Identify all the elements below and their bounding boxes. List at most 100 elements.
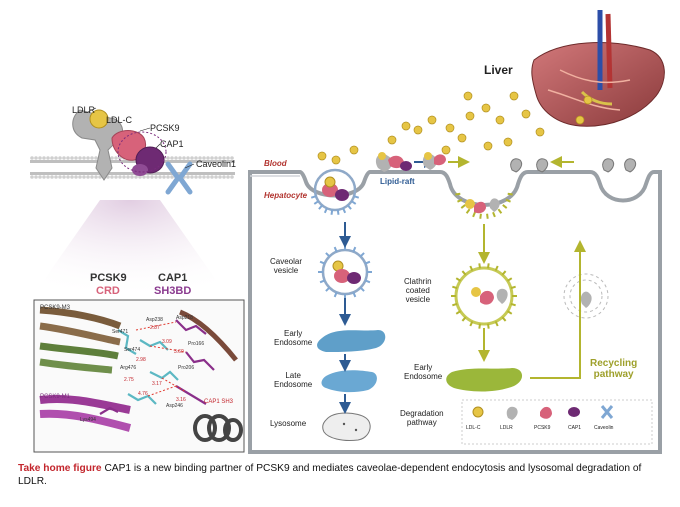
lipid-head (66, 156, 70, 160)
ldl-particle (575, 115, 585, 125)
label-pcsk9-m3: PCSK9-M3 (40, 305, 71, 311)
residue-label: Asp238 (146, 317, 163, 323)
free-complex (422, 152, 446, 170)
legend-label-cap1: CAP1 (568, 425, 582, 431)
lipid-head (126, 175, 130, 179)
label-ldlc: LDL-C (106, 115, 133, 125)
lipid-head (158, 175, 162, 179)
lipid-head (166, 175, 170, 179)
distance-label: 3.09 (162, 339, 172, 345)
lipid-head (182, 156, 186, 160)
lipid-head (70, 175, 74, 179)
label-pcsk9-m1: PCSK9-M1 (40, 394, 71, 400)
coat-spike (452, 302, 458, 307)
caveolin-shape (165, 161, 193, 195)
residue-label: Ser471 (112, 329, 129, 335)
lipid-head (38, 175, 42, 179)
lipid-head (74, 175, 78, 179)
beta-sheets (39, 306, 238, 432)
distance-label: 3.17 (152, 381, 162, 387)
lipid-head (42, 156, 46, 160)
ldl-particle (483, 141, 493, 151)
lipid-head (162, 175, 166, 179)
lipid-head (150, 175, 154, 179)
distance-label: 2.87 (150, 325, 160, 331)
lipid-head (110, 156, 114, 160)
ldl-particle (481, 103, 491, 113)
lipid-head (194, 175, 198, 179)
lipid-head (90, 175, 94, 179)
coat-spike (494, 321, 499, 327)
coat-spike (319, 279, 326, 284)
lipid-head (226, 156, 230, 160)
coat-spike (461, 270, 467, 276)
coat-spike (353, 195, 360, 199)
coat-spike (465, 208, 471, 214)
lipid-head (42, 175, 46, 179)
label-lysosome: Lysosome (270, 419, 307, 428)
lipid-head (86, 175, 90, 179)
distance-label: 2.75 (124, 377, 134, 383)
label-clathrin-vesicle: Clathrin coated vesicle (404, 277, 432, 304)
coat-spike (501, 270, 507, 276)
coat-spike (359, 252, 365, 258)
caption-heading: Take home figure (18, 463, 102, 474)
lipid-head (226, 175, 230, 179)
late-endosome (321, 370, 377, 393)
label-cap1-sh3: CAP1 SH3 (204, 399, 234, 405)
lipid-head (198, 175, 202, 179)
interaction-region (117, 131, 167, 173)
coat-spike (479, 213, 482, 219)
caveolar-vesicle (318, 245, 372, 299)
residue-label: Lys494 (80, 417, 96, 423)
lipid-head (146, 175, 150, 179)
lipid-head (62, 156, 66, 160)
coat-spike (469, 265, 474, 271)
coat-spike (330, 209, 334, 215)
lipid-head (218, 175, 222, 179)
lipid-head (222, 156, 226, 160)
lipid-head (58, 175, 62, 179)
legend-ldlr-icon (506, 406, 518, 420)
lipid-head (186, 156, 190, 160)
label-caveolar-vesicle: Caveolar vesicle (270, 257, 303, 275)
ldl-particle (89, 109, 109, 129)
ldl-particle (317, 151, 327, 161)
lipid-head (34, 175, 38, 179)
coat-spike (494, 265, 499, 271)
ldl-particle (387, 135, 397, 145)
coat-spike (359, 286, 365, 292)
lipid-head (82, 175, 86, 179)
lipid-head (206, 156, 210, 160)
lipid-head (30, 175, 34, 179)
residue-label: Pro166 (188, 341, 205, 347)
lipid-head (210, 156, 214, 160)
distance-label: 3.16 (176, 397, 186, 403)
legend-caveolin-icon (600, 405, 614, 419)
coat-spike (507, 310, 513, 315)
sh3-helix (193, 414, 243, 442)
residue-label: Ser474 (124, 347, 141, 353)
coat-spike (472, 211, 476, 218)
lipid-head (170, 175, 174, 179)
lipid-head (186, 175, 190, 179)
label-domain-crd: CRD (96, 285, 120, 297)
lipid-head (202, 175, 206, 179)
ldl-particle (413, 125, 423, 135)
coat-spike (318, 204, 323, 210)
lysosome (322, 412, 371, 441)
coat-spike (313, 200, 319, 205)
ldl-particle (349, 145, 359, 155)
lipid-head (194, 156, 198, 160)
coat-spike (333, 246, 338, 253)
lipid-head (94, 175, 98, 179)
coat-spike (364, 260, 371, 265)
residue-label: Pro206 (178, 365, 195, 371)
lipid-head (118, 175, 122, 179)
legend-label-caveolin: Caveolin (594, 425, 614, 431)
recycling-vesicle (563, 273, 609, 319)
coat-spike (319, 260, 326, 265)
lipid-head (222, 175, 226, 179)
ldl-particle (503, 137, 513, 147)
